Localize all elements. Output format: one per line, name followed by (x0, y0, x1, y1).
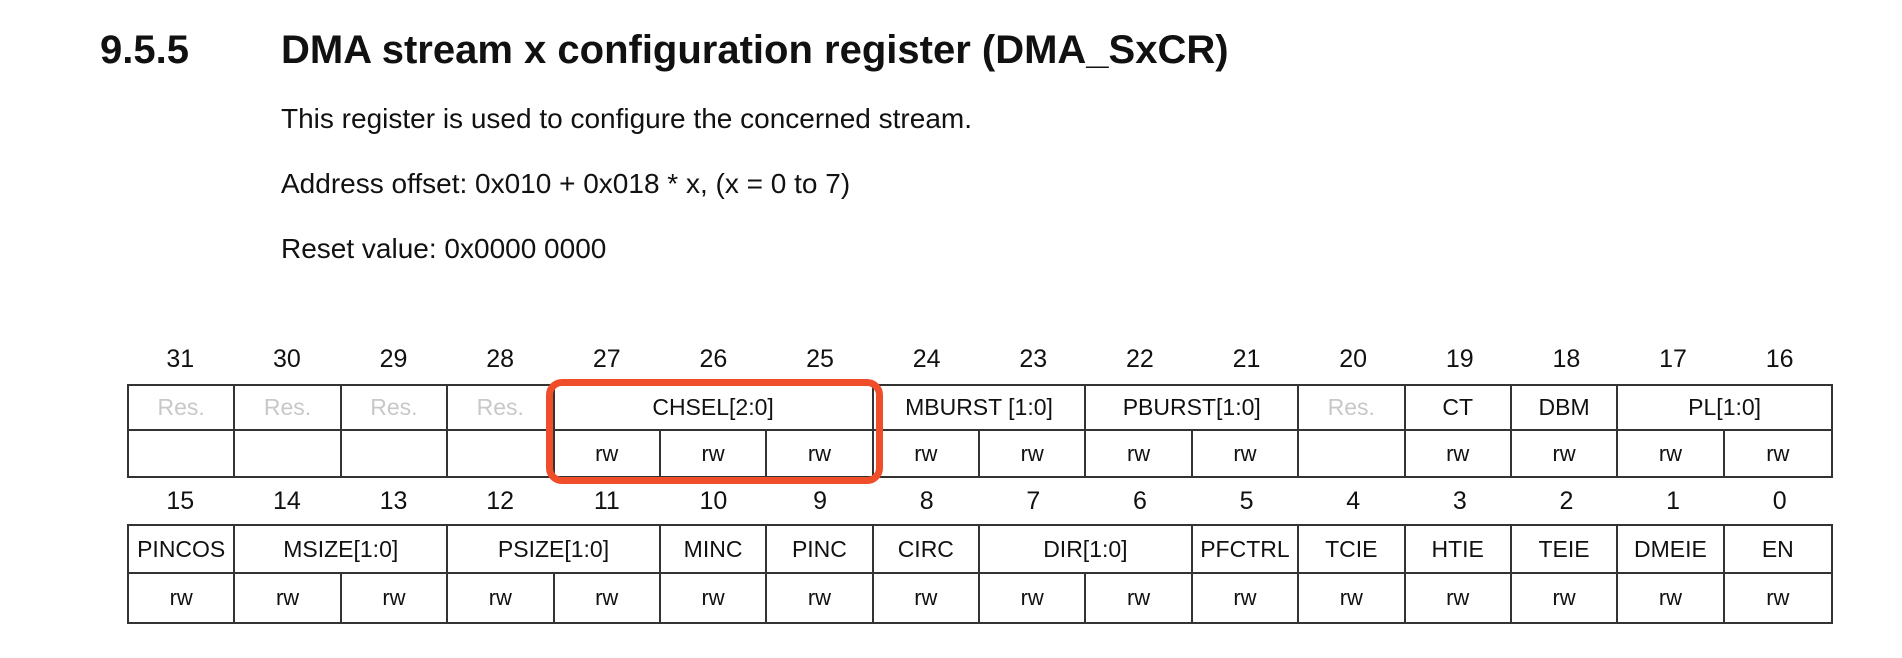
bit-number-23: 23 (1019, 345, 1048, 373)
access-cell-28 (448, 431, 555, 476)
bit-number-15: 15 (166, 487, 195, 515)
bit-number-4: 4 (1346, 487, 1361, 515)
bit-numbers-high-row: 31 30 29 28 27 26 25 24 23 22 21 20 19 1… (127, 344, 1833, 384)
bit-numbers-low-row: 15 14 13 12 11 10 9 8 7 6 5 4 3 2 1 0 (127, 478, 1833, 524)
register-table-low: PINCOS MSIZE[1:0] PSIZE[1:0] MINC PINC C… (127, 524, 1833, 624)
register-table-high: Res. Res. Res. Res. CHSEL[2:0] MBURST [1… (127, 384, 1833, 478)
access-cell-2: rw (1512, 574, 1619, 622)
access-cell-24: rw (874, 431, 980, 476)
bit-number-8: 8 (919, 487, 934, 515)
access-cell-30 (235, 431, 342, 476)
access-cell-17: rw (1618, 431, 1725, 476)
field-cell-reserved-30: Res. (235, 386, 342, 431)
field-cell-psize: PSIZE[1:0] (448, 526, 661, 574)
access-cell-25: rw (767, 431, 874, 476)
access-cell-3: rw (1406, 574, 1512, 622)
field-cell-msize: MSIZE[1:0] (235, 526, 449, 574)
access-cell-4: rw (1299, 574, 1406, 622)
access-cell-5: rw (1193, 574, 1300, 622)
field-cell-chsel: CHSEL[2:0] (554, 386, 874, 431)
access-cell-6: rw (1086, 574, 1193, 622)
access-cell-21: rw (1193, 431, 1300, 476)
field-cell-reserved-28: Res. (448, 386, 555, 431)
bit-number-18: 18 (1552, 345, 1581, 373)
register-bit-diagram: 31 30 29 28 27 26 25 24 23 22 21 20 19 1… (127, 344, 1833, 624)
access-cell-15: rw (129, 574, 236, 622)
access-cell-20 (1299, 431, 1406, 476)
bit-number-21: 21 (1232, 345, 1261, 373)
page-title: DMA stream x configuration register (DMA… (281, 28, 1229, 72)
bit-number-12: 12 (486, 487, 515, 515)
field-cell-minc: MINC (660, 526, 768, 574)
access-cell-7: rw (980, 574, 1087, 622)
field-cell-pburst: PBURST[1:0] (1086, 386, 1300, 431)
bit-number-7: 7 (1026, 487, 1041, 515)
field-cell-en: EN (1724, 526, 1831, 574)
access-cell-22: rw (1086, 431, 1193, 476)
field-cell-pincos: PINCOS (129, 526, 236, 574)
access-cell-1: rw (1618, 574, 1725, 622)
field-cell-circ: CIRC (873, 526, 980, 574)
field-cell-dbm: DBM (1511, 386, 1619, 431)
field-cell-reserved-29: Res. (341, 386, 449, 431)
bit-number-10: 10 (699, 487, 728, 515)
field-cell-pfctrl: PFCTRL (1192, 526, 1300, 574)
access-cell-8: rw (874, 574, 980, 622)
bit-number-9: 9 (813, 487, 828, 515)
access-cell-31 (129, 431, 236, 476)
bit-number-11: 11 (593, 487, 620, 515)
bit-number-20: 20 (1339, 345, 1368, 373)
bit-number-26: 26 (699, 345, 728, 373)
field-cell-mburst: MBURST [1:0] (873, 386, 1087, 431)
field-cell-reserved-31: Res. (129, 386, 236, 431)
field-cell-dir: DIR[1:0] (980, 526, 1193, 574)
bit-number-3: 3 (1452, 487, 1467, 515)
access-cell-27: rw (555, 431, 661, 476)
field-cell-teie: TEIE (1511, 526, 1619, 574)
access-cell-13: rw (342, 574, 449, 622)
bit-number-27: 27 (592, 345, 621, 373)
bit-number-6: 6 (1132, 487, 1147, 515)
field-cell-dmeie: DMEIE (1618, 526, 1725, 574)
field-cell-reserved-20: Res. (1299, 386, 1406, 431)
access-cell-12: rw (448, 574, 555, 622)
access-cell-14: rw (235, 574, 342, 622)
access-cell-18: rw (1512, 431, 1619, 476)
bit-number-13: 13 (379, 487, 408, 515)
field-cell-htie: HTIE (1405, 526, 1512, 574)
access-cell-29 (342, 431, 449, 476)
field-cell-pl: PL[1:0] (1618, 386, 1831, 431)
bit-number-14: 14 (273, 487, 301, 515)
bit-number-5: 5 (1239, 487, 1254, 515)
bit-number-22: 22 (1126, 345, 1154, 373)
access-cell-11: rw (555, 574, 661, 622)
section-number: 9.5.5 (100, 28, 189, 72)
access-cell-23: rw (980, 431, 1087, 476)
bit-number-2: 2 (1559, 487, 1574, 515)
bit-number-1: 1 (1666, 487, 1681, 515)
bit-number-30: 30 (273, 345, 301, 373)
field-cell-tcie: TCIE (1299, 526, 1406, 574)
register-description: This register is used to configure the c… (281, 103, 973, 134)
field-cell-pinc: PINC (767, 526, 874, 574)
bit-number-25: 25 (806, 345, 834, 373)
bit-number-17: 17 (1659, 345, 1687, 373)
address-offset: Address offset: 0x010 + 0x018 * x, (x = … (281, 168, 851, 199)
bit-number-19: 19 (1445, 345, 1474, 373)
bit-number-24: 24 (912, 345, 941, 373)
access-cell-0: rw (1766, 585, 1790, 610)
access-cell-26: rw (661, 431, 768, 476)
field-cell-ct: CT (1405, 386, 1512, 431)
access-cell-9: rw (767, 574, 874, 622)
bit-number-29: 29 (379, 345, 408, 373)
bit-number-0: 0 (1772, 487, 1787, 515)
access-cell-19: rw (1406, 431, 1512, 476)
bit-number-28: 28 (486, 345, 515, 373)
access-cell-10: rw (661, 574, 768, 622)
bit-number-16: 16 (1765, 345, 1794, 373)
access-cell-16: rw (1766, 440, 1790, 466)
reset-value: Reset value: 0x0000 0000 (281, 233, 607, 264)
bit-number-31: 31 (166, 345, 195, 373)
